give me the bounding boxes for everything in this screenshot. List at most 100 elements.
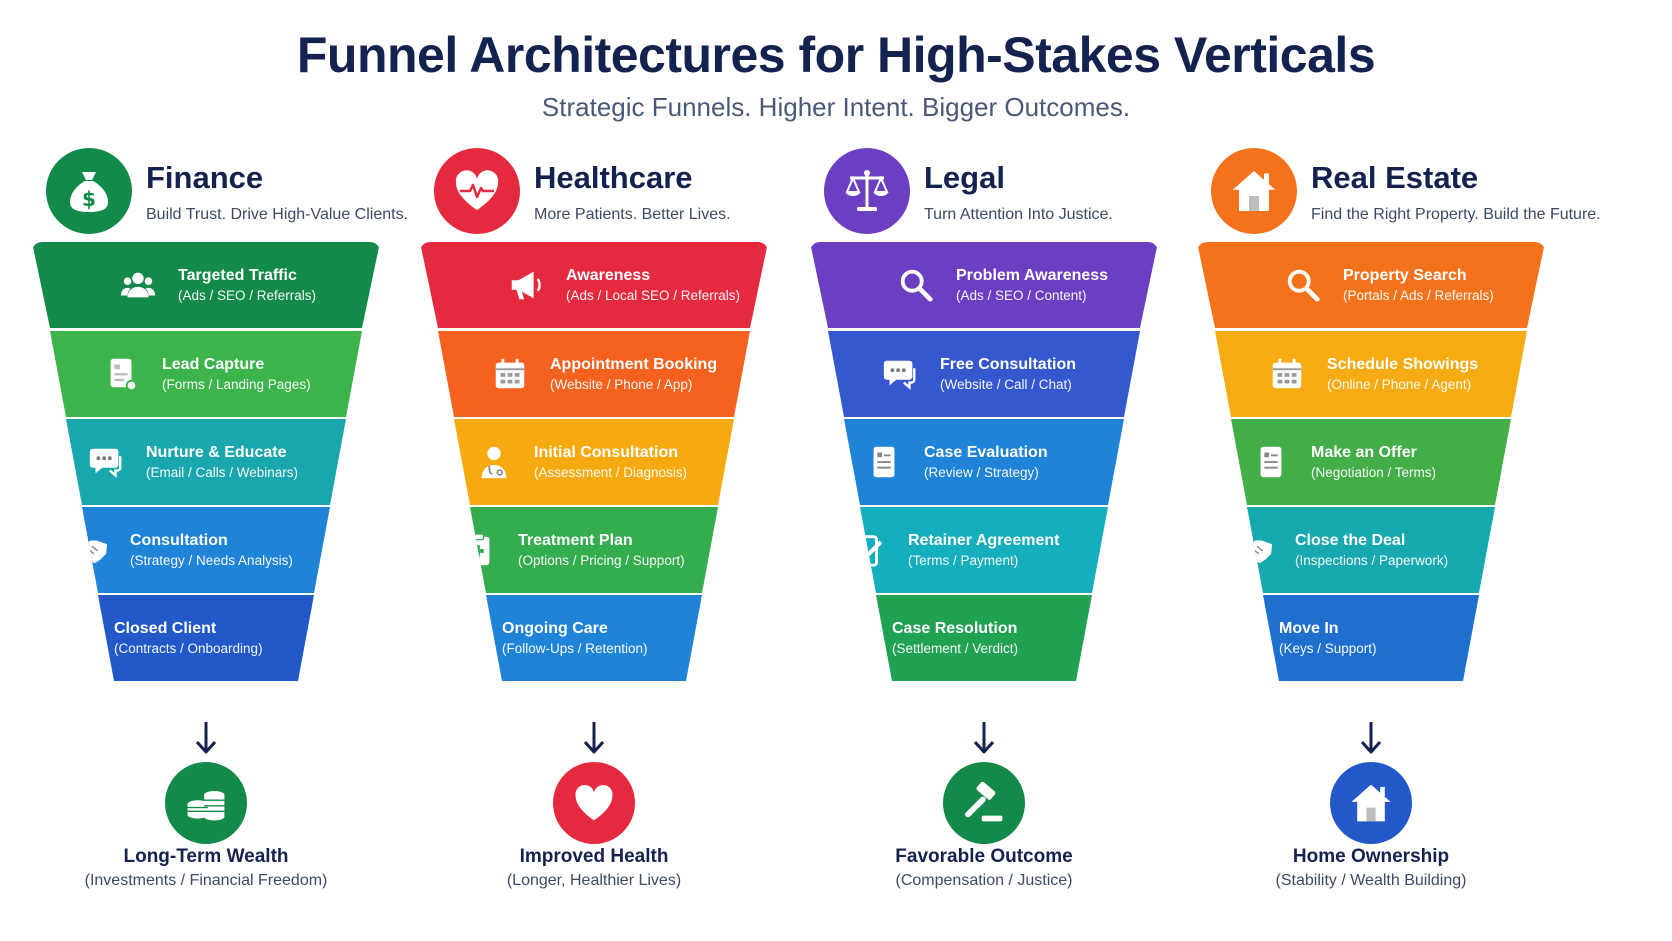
stage-subtitle: (Website / Call / Chat): [940, 376, 1072, 392]
stage-subtitle: (Options / Pricing / Support): [518, 552, 685, 568]
funnel-stage: Nurture & Educate (Email / Calls / Webina…: [66, 419, 346, 505]
stage-title: Nurture & Educate: [146, 443, 287, 461]
stage-text: Closed Client (Contracts / Onboarding): [114, 618, 263, 659]
house-icon: [1330, 762, 1412, 844]
shield-check-icon: [98, 610, 102, 666]
stage-subtitle: (Assessment / Diagnosis): [534, 464, 688, 480]
stage-text: Nurture & Educate (Email / Calls / Webina…: [146, 442, 298, 483]
stage-title: Initial Consultation: [534, 443, 678, 461]
stage-text: Appointment Booking (Website / Phone / Ap…: [550, 354, 717, 395]
stage-title: Move In: [1279, 619, 1339, 637]
stage-title: Problem Awareness: [956, 266, 1109, 284]
stage-text: Lead Capture(Forms / Landing Pages): [162, 354, 311, 395]
house-icon: [1263, 610, 1267, 666]
stage-subtitle: (Follow-Ups / Retention): [502, 640, 648, 656]
column-tagline: More Patients. Better Lives.: [534, 206, 731, 223]
funnel-stage: Case Evaluation(Review / Strategy): [844, 419, 1124, 505]
stage-subtitle: (Ads / Local SEO / Referrals): [566, 287, 741, 303]
stage-subtitle: (Ads / SEO / Referrals): [178, 287, 317, 303]
arrow-down-icon: [581, 720, 607, 756]
funnel-stage: Retainer Agreement(Terms / Payment): [860, 507, 1108, 593]
stage-subtitle: (Keys / Support): [1279, 640, 1377, 656]
stage-text: Treatment Plan (Options / Pricing / Suppo…: [518, 530, 685, 571]
stage-title: Targeted Traffic: [178, 266, 297, 284]
house-icon: [1211, 148, 1297, 234]
result-subtitle: (Longer, Healthier Lives): [506, 872, 682, 889]
column-title: Healthcare: [534, 160, 693, 195]
stage-text: Free Consultation (Website / Call / Chat): [940, 354, 1076, 395]
chat-icon: [872, 346, 928, 402]
result-title: Long-Term Wealth: [123, 846, 289, 867]
stage-text: Make an Offer (Negotiation / Terms): [1311, 442, 1436, 483]
stage-subtitle: (Inspections / Paperwork): [1295, 552, 1449, 568]
funnel-stage: Property Search (Portals / Ads / Referral…: [1197, 242, 1545, 328]
result-title: Favorable Outcome: [895, 846, 1073, 867]
funnel-stage: Schedule Showings (Online / Phone / Agent…: [1215, 331, 1527, 417]
document-icon: [856, 434, 912, 490]
stage-title: Consultation: [130, 531, 228, 549]
stage-text: Schedule Showings (Online / Phone / Agent…: [1327, 354, 1478, 395]
heartbeat-icon: [434, 148, 520, 234]
stage-title: Make an Offer: [1311, 443, 1417, 461]
document-icon: [1243, 434, 1299, 490]
chat-icon: [78, 434, 134, 490]
users-icon: [110, 257, 166, 313]
svg-text:$: $: [82, 187, 96, 211]
result-subtitle: (Compensation / Justice): [895, 872, 1073, 889]
stage-subtitle: (Website / Phone / App): [550, 376, 693, 392]
column-tagline: Turn Attention Into Justice.: [924, 206, 1113, 223]
megaphone-icon: [498, 257, 554, 313]
stage-text: Case Resolution(Settlement / Verdict): [892, 618, 1018, 659]
stage-title: Ongoing Care: [502, 619, 608, 637]
funnel-stage: Treatment Plan (Options / Pricing / Suppo…: [470, 507, 718, 593]
funnel-stage: Make an Offer (Negotiation / Terms): [1231, 419, 1511, 505]
stage-text: Case Evaluation(Review / Strategy): [924, 442, 1048, 483]
funnel-stage: Move In (Keys / Support): [1263, 595, 1479, 681]
stage-text: Retainer Agreement(Terms / Payment): [908, 530, 1059, 571]
result-subtitle: (Stability / Wealth Building): [1275, 872, 1467, 889]
stage-subtitle: (Settlement / Verdict): [892, 640, 1019, 656]
sign-icon: [860, 522, 896, 578]
funnel-stage: Closed Client (Contracts / Onboarding): [98, 595, 314, 681]
stage-title: Free Consultation: [940, 355, 1077, 373]
search-icon: [888, 257, 944, 313]
stage-subtitle: (Review / Strategy): [924, 464, 1039, 480]
clipboard-plus-icon: [470, 522, 506, 578]
stage-title: Awareness: [566, 266, 651, 284]
doctor-icon: [466, 434, 522, 490]
stage-subtitle: (Portals / Ads / Referrals): [1343, 287, 1494, 303]
stage-title: Property Search: [1343, 266, 1467, 284]
stage-subtitle: (Online / Phone / Agent): [1327, 376, 1472, 392]
column-title: Finance: [146, 160, 264, 195]
stage-subtitle: (Email / Calls / Webinars): [146, 464, 299, 480]
funnel-stage: Ongoing Care (Follow-Ups / Retention): [486, 595, 702, 681]
stage-subtitle: (Contracts / Onboarding): [114, 640, 263, 656]
arrow-down-icon: [1358, 720, 1384, 756]
stage-title: Appointment Booking: [550, 355, 718, 373]
funnel-stage: Initial Consultation (Assessment / Diagno…: [454, 419, 734, 505]
result-subtitle: (Investments / Financial Freedom): [84, 872, 328, 889]
arrow-down-icon: [971, 720, 997, 756]
funnel-stage: Free Consultation (Website / Call / Chat): [828, 331, 1140, 417]
stage-subtitle: (Negotiation / Terms): [1311, 464, 1437, 480]
handshake-icon: [82, 522, 118, 578]
gavel-icon: [943, 762, 1025, 844]
page-title: Funnel Architectures for High-Stakes Ver…: [296, 27, 1376, 83]
funnel-stage: Problem Awareness(Ads / SEO / Content): [810, 242, 1158, 328]
stage-subtitle: (Strategy / Needs Analysis): [130, 552, 293, 568]
scales-icon: [824, 148, 910, 234]
funnel-stage: Appointment Booking (Website / Phone / Ap…: [438, 331, 750, 417]
stage-subtitle: (Forms / Landing Pages): [162, 376, 311, 392]
stage-title: Closed Client: [114, 619, 217, 637]
stage-title: Treatment Plan: [518, 531, 633, 549]
calendar-icon: [1259, 346, 1315, 402]
column-tagline: Build Trust. Drive High-Value Clients.: [146, 206, 409, 223]
stage-text: Property Search (Portals / Ads / Referral…: [1343, 265, 1494, 306]
stage-text: Close the Deal(Inspections / Paperwork): [1295, 530, 1448, 571]
result-title: Improved Health: [519, 846, 669, 867]
heart-icon: [553, 762, 635, 844]
stage-title: Schedule Showings: [1327, 355, 1479, 373]
